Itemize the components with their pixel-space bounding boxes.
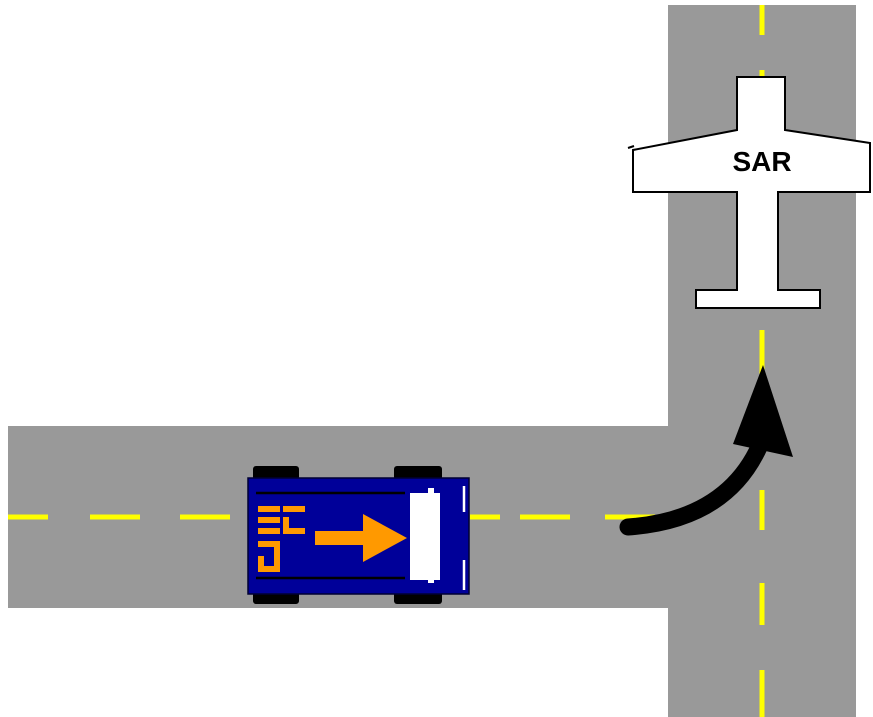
tire-front-top [394, 466, 442, 480]
airplane-icon: SAR [627, 76, 871, 309]
curved-arrow-icon [619, 365, 793, 536]
aircraft-label: SAR [732, 146, 791, 177]
vehicle-arrow [315, 514, 407, 562]
tire-rear-top [253, 466, 299, 480]
follow-me-car-icon [247, 466, 470, 604]
vehicle-windshield [410, 493, 440, 580]
vehicle-marking [258, 506, 305, 572]
